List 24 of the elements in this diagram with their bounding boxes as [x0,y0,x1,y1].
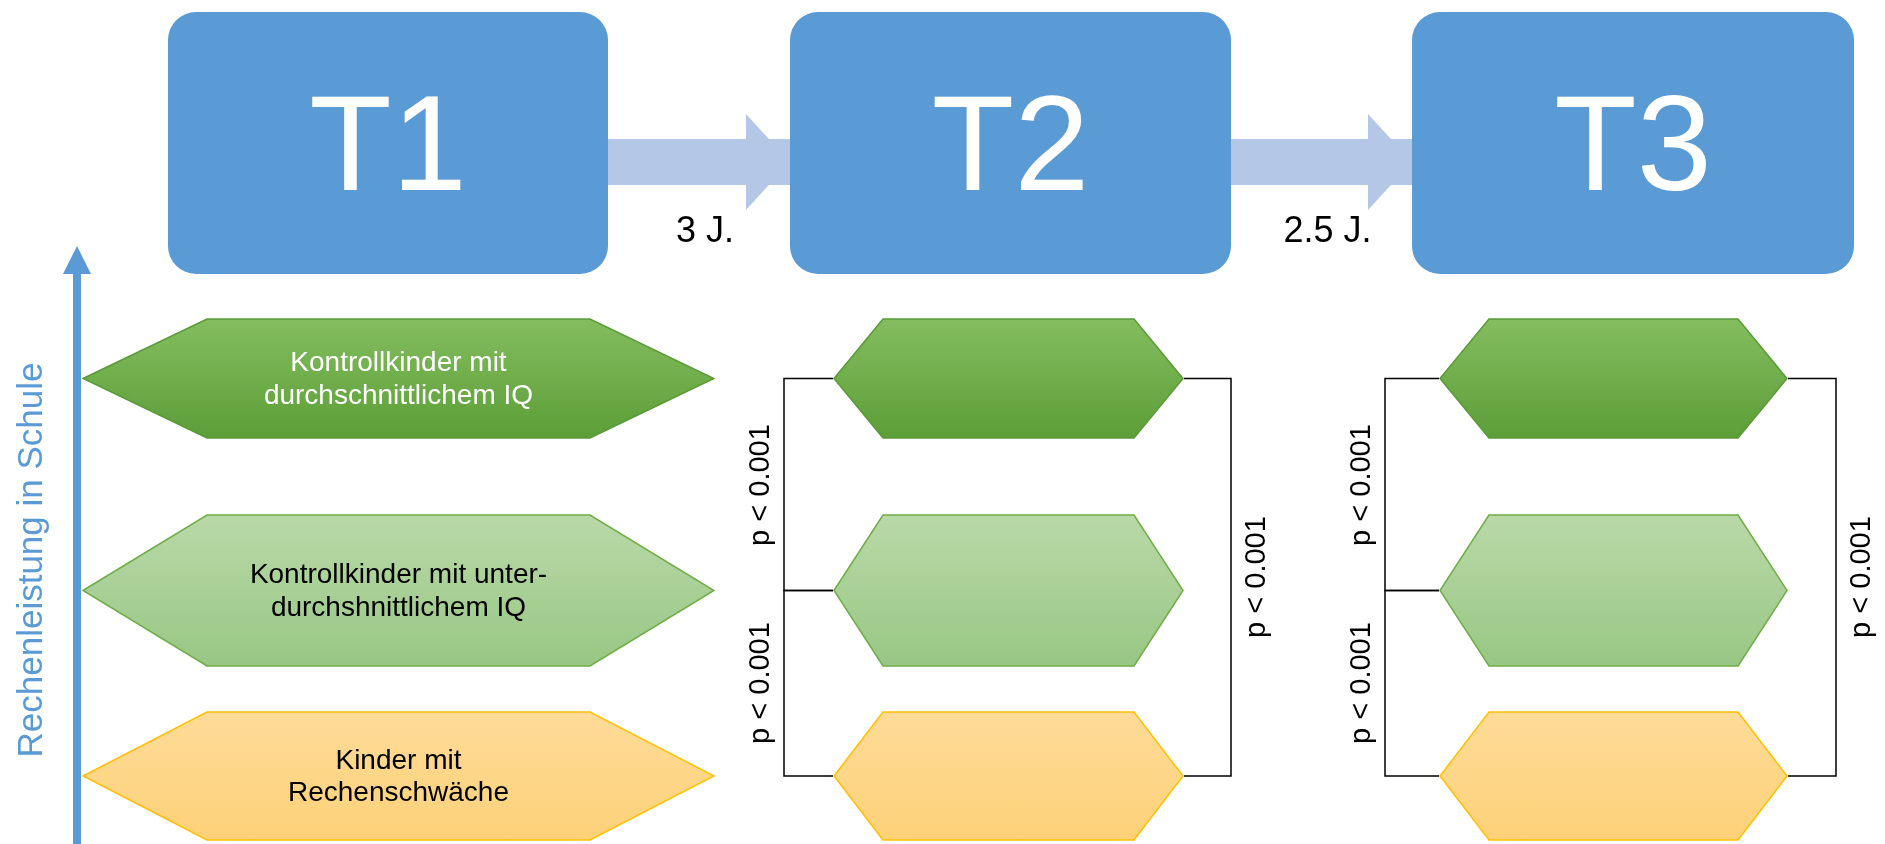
hexagon [833,711,1184,841]
hexagon [1439,514,1788,667]
bracket-line [783,377,834,592]
hexagon [82,711,715,841]
hexagon [833,318,1184,439]
hexagon [833,514,1184,667]
axis-label: Rechenleistung in Schule [10,362,50,758]
block-arrow [608,114,790,210]
hexagon [1439,711,1788,841]
group-label: Kontrollkinder mit durchschnittlichem IQ [262,346,535,411]
bracket-line [783,589,834,777]
hexagon [1439,318,1788,439]
hexagon [82,514,715,667]
time-point-box: T2 [790,12,1231,274]
bracket-line [1183,377,1232,777]
time-point-box: T1 [168,12,608,274]
group-label: Kinder mit Rechenschwäche [287,743,510,809]
hexagon [82,318,715,439]
block-arrow [1231,114,1412,210]
bracket-line [1787,377,1837,777]
time-point-box: T3 [1412,12,1854,274]
bracket-line [1384,377,1440,592]
bracket-line [1384,589,1440,777]
group-label: Kontrollkinder mit unter-durchshnittlichem IQ [248,558,549,623]
